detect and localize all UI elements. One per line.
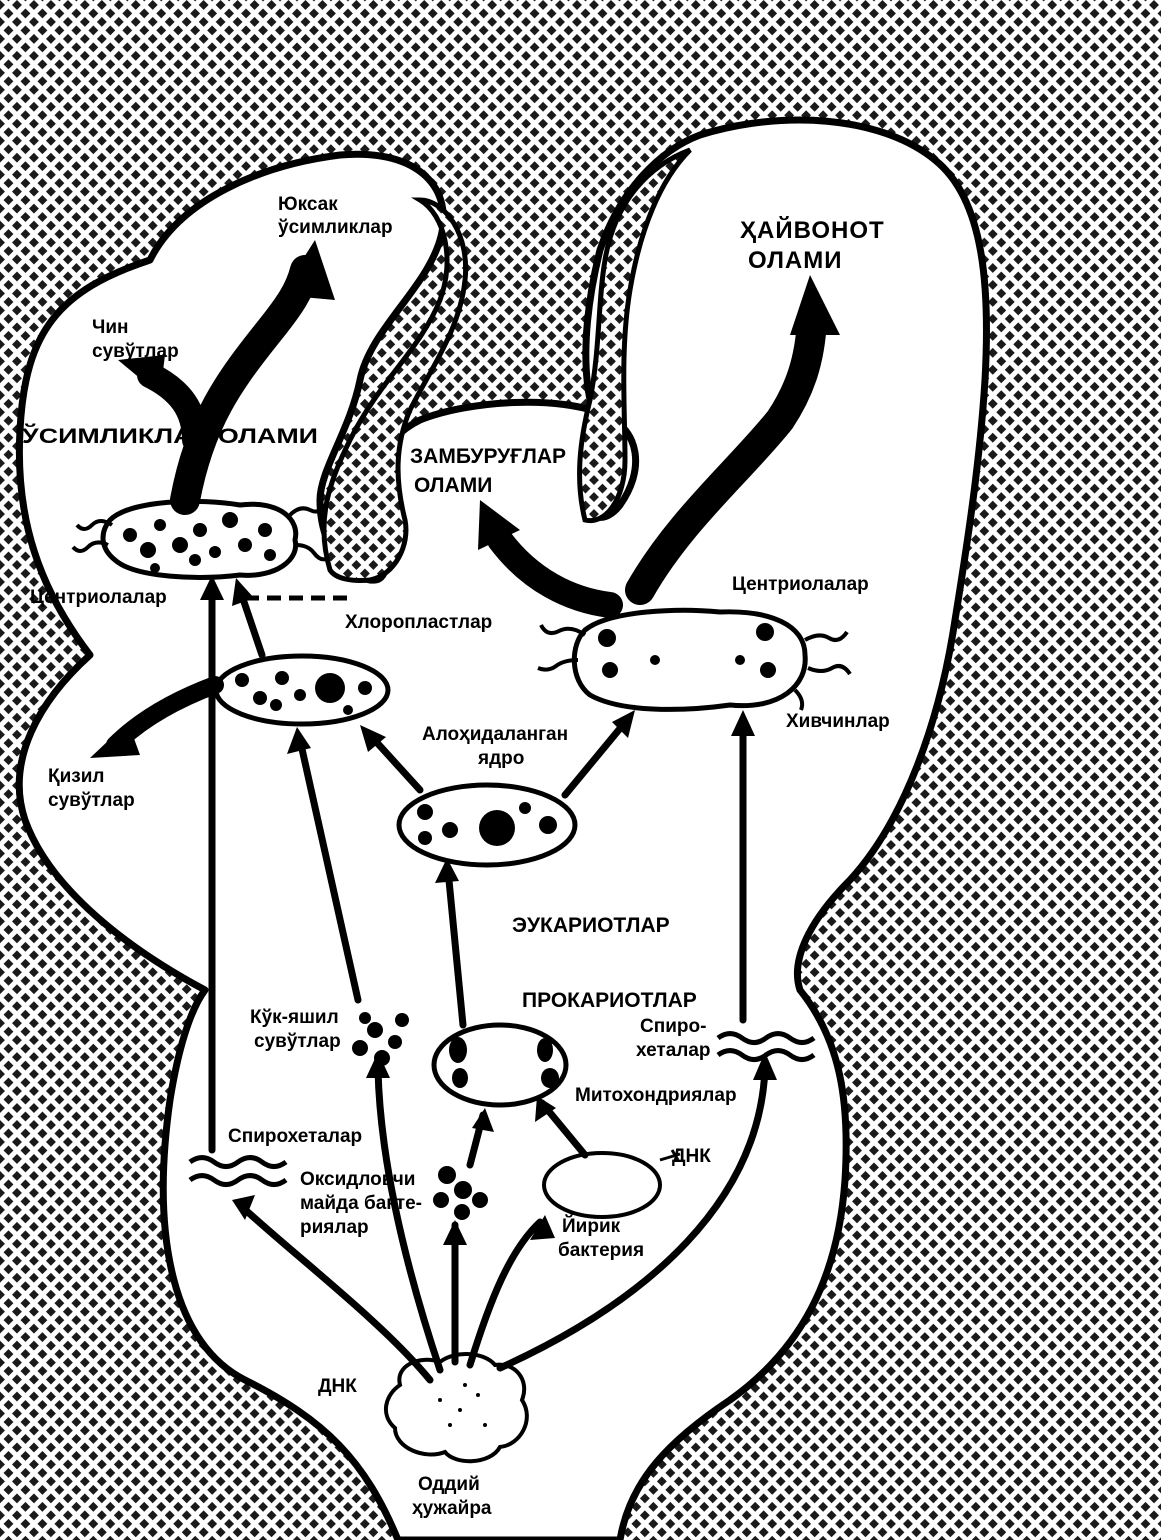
label-spirochetes-right-2: хеталар xyxy=(636,1040,711,1061)
label-higher-plants-2: ўсимликлар xyxy=(278,217,393,238)
label-higher-plants-1: Юксак xyxy=(278,194,338,215)
label-animals-2: ОЛАМИ xyxy=(748,247,842,274)
label-prokaryotes: ПРОКАРИОТЛАР xyxy=(522,989,697,1012)
label-red-algae-1: Қизил xyxy=(48,766,104,787)
large-bacterium xyxy=(544,1153,660,1217)
label-chloroplasts: Хлоропластлар xyxy=(345,612,492,633)
label-oxidizing-3: риялар xyxy=(300,1217,369,1238)
simple-cell xyxy=(386,1354,527,1461)
label-large-bacterium-2: бактерия xyxy=(558,1240,644,1261)
label-oxidizing-1: Оксидловчи xyxy=(300,1169,415,1190)
label-eukaryotes: ЭУКАРИОТЛАР xyxy=(512,914,670,937)
label-true-algae-2: сувўтлар xyxy=(92,341,179,362)
label-isolated-nucleus-2: ядро xyxy=(477,748,524,769)
mitochondria-cell xyxy=(434,1025,566,1105)
label-centrioles-left: Центриолалар xyxy=(30,587,167,608)
label-dna-left: ДНК xyxy=(318,1376,357,1397)
label-isolated-nucleus-1: Алоҳидаланган xyxy=(422,724,568,745)
label-blue-green-1: Кўк-яшил xyxy=(250,1007,339,1028)
label-spirochetes-right-1: Спиро- xyxy=(640,1016,706,1037)
label-centrioles-right: Центриолалар xyxy=(732,574,869,595)
label-large-bacterium-1: Йирик xyxy=(562,1215,621,1237)
label-oxidizing-2: майда бакте- xyxy=(300,1193,422,1214)
label-flagella: Хивчинлар xyxy=(786,711,890,732)
label-mitochondria: Митохондриялар xyxy=(575,1085,737,1106)
label-simple-cell-2: ҳужайра xyxy=(412,1498,492,1519)
label-plants-kingdom: ЎСИМЛИКЛАР ОЛАМИ xyxy=(21,424,318,448)
label-blue-green-2: сувўтлар xyxy=(254,1031,341,1052)
label-fungi-1: ЗАМБУРУҒЛАР xyxy=(410,445,566,468)
label-true-algae-1: Чин xyxy=(92,317,129,338)
label-dna-right: ДНК xyxy=(672,1146,711,1167)
label-red-algae-2: сувўтлар xyxy=(48,790,135,811)
label-animals-1: ҲАЙВОНОТ xyxy=(740,216,885,244)
label-fungi-2: ОЛАМИ xyxy=(414,474,492,497)
label-spirochetes-left: Спирохеталар xyxy=(228,1126,362,1147)
label-simple-cell-1: Оддий xyxy=(418,1474,480,1495)
